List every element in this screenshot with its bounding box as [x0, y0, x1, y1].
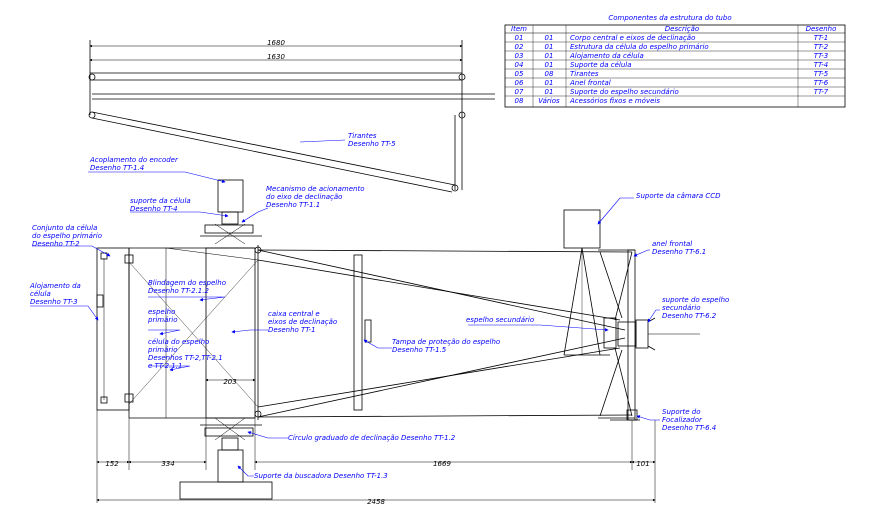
table-header-description: Descrição: [665, 25, 699, 33]
table-header-item: Item: [511, 25, 527, 33]
table-cell-qty: 01: [545, 88, 554, 96]
table-cell-drawing: TT-7: [814, 88, 829, 96]
table-cell-drawing: TT-2: [814, 43, 829, 51]
label-suporte-camera: Suporte da câmara CCD: [636, 192, 721, 200]
dim-334: 334: [161, 460, 174, 468]
dim-1630: 1630: [267, 53, 285, 61]
table-cell-qty: 01: [545, 43, 554, 51]
label-espelho-secundario: espelho secundário: [466, 316, 534, 324]
table-header-drawing: Desenho: [806, 25, 837, 33]
label-circulo: Círculo graduado de declinação Desenho T…: [288, 434, 456, 442]
dim-2458: 2458: [367, 498, 385, 506]
label-espelho-primario-2: primário: [147, 316, 177, 324]
label-tirantes-2: Desenho TT-5: [348, 140, 396, 148]
table-cell-drawing: TT-3: [814, 52, 829, 60]
label-alojamento-1: Alojamento da: [29, 282, 81, 290]
label-espelho-primario-1: espelho: [148, 308, 175, 316]
label-conjunto-3: Desenho TT-2: [32, 240, 80, 248]
table-cell-description: Alojamento da célula: [569, 52, 644, 60]
top-view: [88, 40, 495, 193]
table-cell-item: 05: [515, 70, 524, 78]
label-mecanismo-1: Mecanismo de acionamento: [266, 185, 365, 193]
label-buscadora: Suporte da buscadora Desenho TT-1.3: [254, 472, 388, 480]
label-caixa-3: Desenho TT-1: [268, 326, 316, 334]
table-cell-item: 06: [515, 79, 524, 87]
table-cell-qty: Vários: [538, 97, 560, 105]
label-suporte-celula-2: Desenho TT-4: [130, 205, 178, 213]
label-anel-frontal-1: anel frontal: [652, 240, 692, 248]
table-cell-description: Suporte da célula: [570, 61, 632, 69]
dimension-lines: [96, 378, 656, 503]
label-celula-2: primário: [147, 346, 177, 354]
label-celula-1: célula do espelho: [148, 338, 209, 346]
table-cell-qty: 01: [545, 79, 554, 87]
leader-lines: [30, 171, 660, 477]
label-conjunto-1: Conjunto da célula: [32, 224, 97, 232]
table-cell-item: 03: [515, 52, 524, 60]
table-cell-description: Suporte do espelho secundário: [570, 88, 679, 96]
table-cell-item: 07: [515, 88, 524, 96]
label-mecanismo-2: do eixo de declinação: [266, 193, 342, 201]
label-alojamento-3: Desenho TT-3: [30, 298, 78, 306]
table-cell-item: 02: [515, 43, 524, 51]
dim-101: 101: [636, 460, 649, 468]
label-conjunto-2: do espelho primário: [32, 232, 102, 240]
label-tampa-1: Tampa de proteção do espelho: [392, 338, 500, 346]
dim-203: 203: [223, 378, 236, 386]
dim-152: 152: [105, 460, 119, 468]
label-caixa-2: eixos de declinação: [268, 318, 337, 326]
table-cell-description: Corpo central e eixos de declinação: [570, 34, 695, 42]
label-suporte-secundario-3: Desenho TT-6.2: [662, 312, 717, 320]
table-cell-qty: 01: [545, 34, 554, 42]
label-encoder-2: Desenho TT-1.4: [90, 164, 144, 172]
label-tirantes-1: Tirantes: [348, 132, 377, 140]
label-focalizador-3: Desenho TT-6.4: [662, 424, 716, 432]
table-cell-item: 04: [515, 61, 524, 69]
label-celula-4: e TT-2.1.1: [148, 362, 182, 370]
dim-1680: 1680: [267, 39, 285, 47]
table-cell-drawing: TT-5: [814, 70, 829, 78]
components-table: Componentes da estrutura do tubo Item De…: [504, 14, 846, 108]
table-title: Componentes da estrutura do tubo: [608, 14, 731, 22]
table-cell-description: Estrutura da célula do espelho primário: [570, 43, 709, 51]
table-cell-description: Acessórios fixos e móveis: [569, 97, 660, 105]
table-cell-item: 01: [515, 34, 524, 42]
label-blindagem-2: Desenho TT-2.1.2: [148, 287, 209, 295]
table-cell-qty: 01: [545, 61, 554, 69]
label-suporte-secundario-1: suporte do espelho: [662, 296, 729, 304]
label-suporte-secundario-2: secundário: [662, 304, 701, 312]
label-encoder-1: Acoplamento do encoder: [89, 156, 179, 164]
table-cell-drawing: TT-6: [814, 79, 829, 87]
label-focalizador-1: Suporte do: [662, 408, 701, 416]
label-alojamento-2: célula: [30, 290, 51, 298]
callout-labels: Acoplamento do encoder Desenho TT-1.4 su…: [29, 156, 729, 480]
label-celula-3: Desenhos TT-2,TT-2.1: [148, 354, 223, 362]
label-suporte-celula-1: suporte da célula: [130, 197, 191, 205]
table-cell-item: 08: [515, 97, 524, 105]
label-mecanismo-3: Desenho TT-1.1: [266, 201, 320, 209]
table-cell-qty: 01: [545, 52, 554, 60]
table-cell-qty: 08: [545, 70, 554, 78]
table-cell-description: Anel frontal: [569, 79, 611, 87]
label-focalizador-2: Focalizador: [662, 416, 703, 424]
table-cell-description: Tirantes: [570, 70, 599, 78]
label-tampa-2: Desenho TT-1.5: [392, 346, 447, 354]
side-view: [96, 179, 700, 500]
dim-1669: 1669: [433, 460, 451, 468]
label-anel-frontal-2: Desenho TT-6.1: [652, 248, 706, 256]
table-cell-drawing: TT-1: [814, 34, 829, 42]
label-caixa-1: caixa central e: [268, 310, 320, 318]
table-cell-drawing: TT-4: [814, 61, 829, 69]
label-blindagem-1: Blindagem do espelho: [148, 279, 226, 287]
